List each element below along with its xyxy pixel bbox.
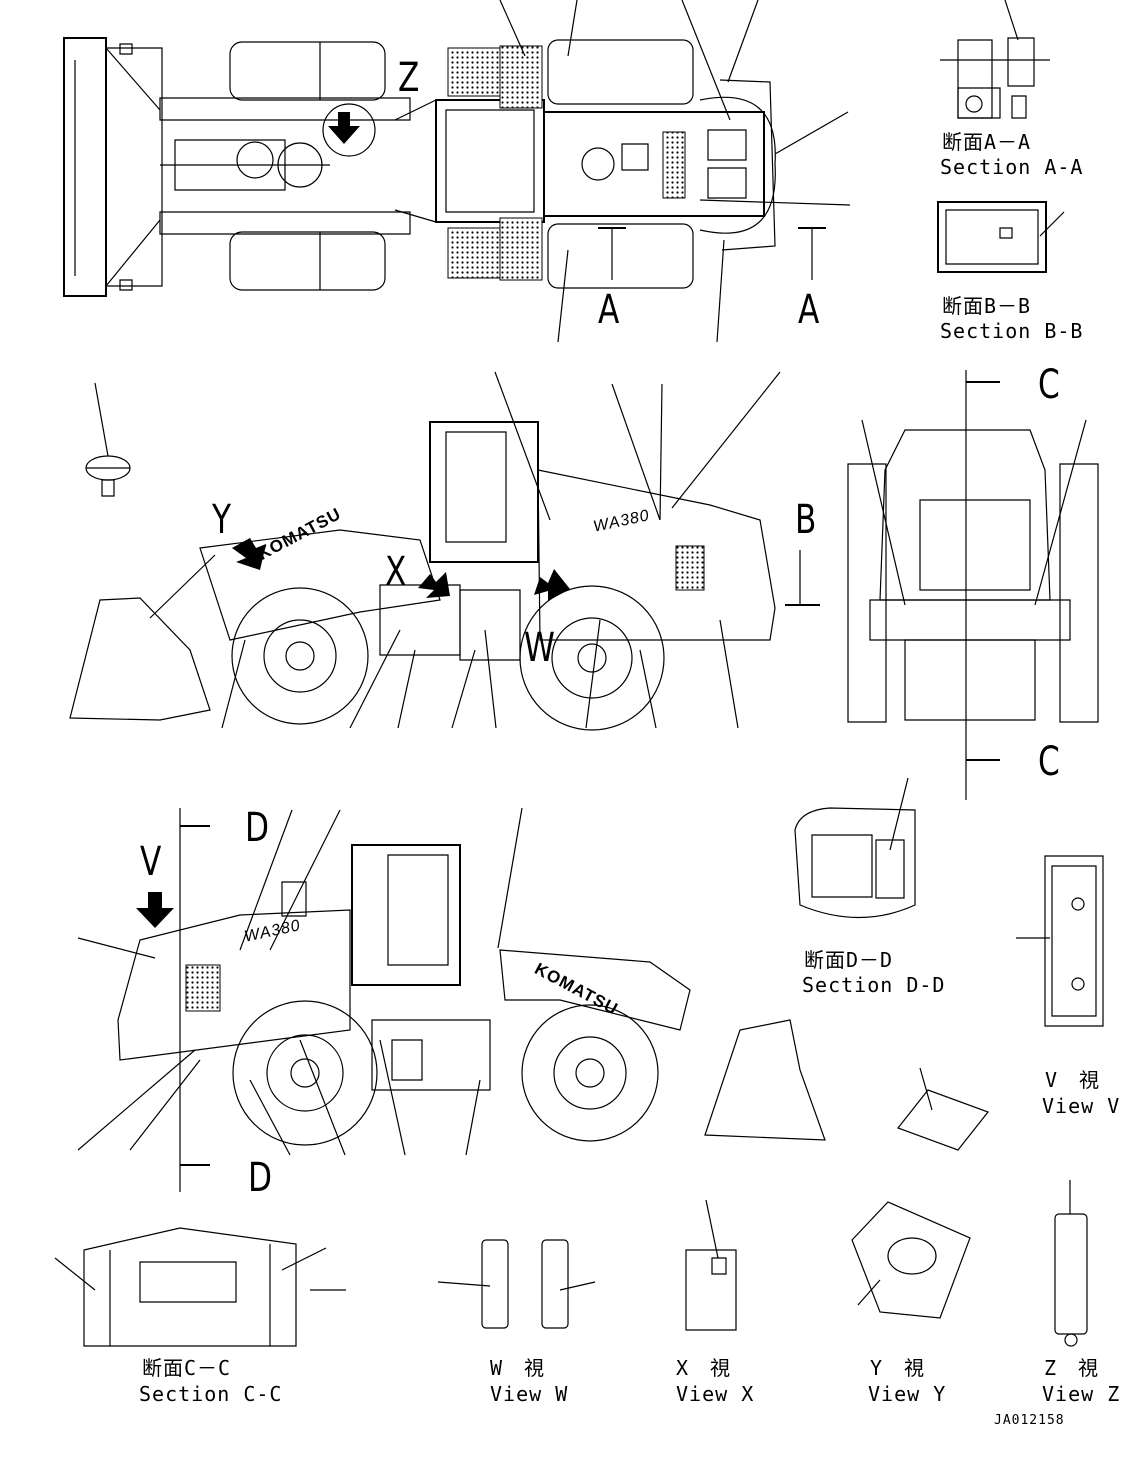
marker-a-left: A: [598, 287, 620, 333]
small-part-icon: [86, 383, 130, 496]
right-bucket: [705, 1020, 825, 1140]
caption-view-z-jp: Z 視: [1044, 1356, 1100, 1380]
section-b-detail: [938, 202, 1064, 272]
marker-d-bottom: D: [248, 1155, 273, 1201]
top-view-step-right-2: [500, 218, 542, 280]
marker-c-bottom: C: [1038, 739, 1060, 785]
caption-section-a-en: Section A-A: [940, 155, 1084, 179]
section-a-markers: [598, 228, 826, 280]
arrow-x: [418, 572, 450, 598]
label-plate: [898, 1090, 988, 1150]
right-rear-wheel: [233, 1001, 377, 1145]
caption-section-d-en: Section D-D: [802, 973, 946, 997]
view-w-detail: [438, 1240, 595, 1328]
marker-y: Y: [212, 497, 232, 543]
top-view-bucket: [64, 38, 162, 296]
top-view-step-left-2: [500, 46, 542, 108]
section-c-detail: [55, 1228, 346, 1346]
caption-section-b-en: Section B-B: [940, 319, 1084, 343]
right-side-view: [78, 808, 825, 1192]
top-view-leader-lines: [500, 0, 850, 342]
caption-view-z-en: View Z: [1042, 1382, 1121, 1406]
caption-section-d-jp: 断面D－D: [804, 948, 894, 972]
left-side-leader-lines: [222, 372, 780, 728]
marker-c-top: C: [1038, 362, 1060, 408]
view-x-detail: [686, 1200, 736, 1330]
caption-section-a-jp: 断面A－A: [942, 130, 1032, 154]
section-d-detail: [795, 778, 915, 918]
document-id: JA012158: [994, 1413, 1065, 1428]
caption-section-c-jp: 断面C－C: [142, 1356, 232, 1380]
arrow-v: [136, 892, 174, 928]
section-a-detail: [940, 0, 1050, 118]
top-view-step-right: [448, 228, 500, 278]
left-side-view: [70, 372, 820, 730]
caption-view-w-jp: W 視: [490, 1356, 546, 1380]
marker-d-top: D: [245, 805, 270, 851]
marker-x: X: [385, 549, 407, 595]
caption-section-c-en: Section C-C: [139, 1382, 283, 1406]
marker-z: Z: [398, 55, 420, 101]
caption-view-v-jp: V 視: [1045, 1068, 1101, 1092]
left-bucket: [70, 598, 210, 720]
marker-a-right: A: [798, 287, 820, 333]
top-view: [64, 0, 850, 342]
caption-section-b-jp: 断面B－B: [942, 294, 1032, 318]
left-hood: [538, 470, 775, 640]
caption-view-w-en: View W: [490, 1382, 569, 1406]
top-view-engine-hood: [544, 80, 775, 250]
caption-view-y-jp: Y 視: [870, 1356, 926, 1380]
rear-view: [848, 370, 1098, 800]
arrow-w: [534, 569, 570, 601]
marker-w: W: [524, 625, 555, 671]
right-front-wheel: [522, 1005, 658, 1141]
top-view-rear-tires: [548, 40, 693, 288]
view-v-detail: [1016, 856, 1103, 1026]
right-hood: [118, 910, 350, 1060]
view-z-detail: [1055, 1180, 1087, 1346]
marker-b: B: [795, 497, 817, 543]
view-y-detail: [852, 1202, 970, 1318]
top-view-cab: [395, 100, 544, 222]
caption-view-x-en: View X: [676, 1382, 755, 1406]
left-lift-arm: [200, 530, 440, 640]
marker-v: V: [140, 839, 162, 885]
right-cab: [352, 845, 460, 985]
right-lift-arm: [500, 950, 690, 1030]
top-view-step-left: [448, 48, 500, 96]
caption-view-x-jp: X 視: [676, 1356, 732, 1380]
arrow-y: [232, 538, 266, 570]
left-front-wheel: [232, 588, 368, 724]
right-side-leader-lines: [78, 808, 522, 1155]
caption-view-v-en: View V: [1042, 1094, 1121, 1118]
top-view-front-tires: [230, 42, 385, 290]
caption-view-y-en: View Y: [868, 1382, 947, 1406]
top-view-arrow: [328, 112, 360, 144]
top-view-lift-arms: [160, 98, 410, 234]
